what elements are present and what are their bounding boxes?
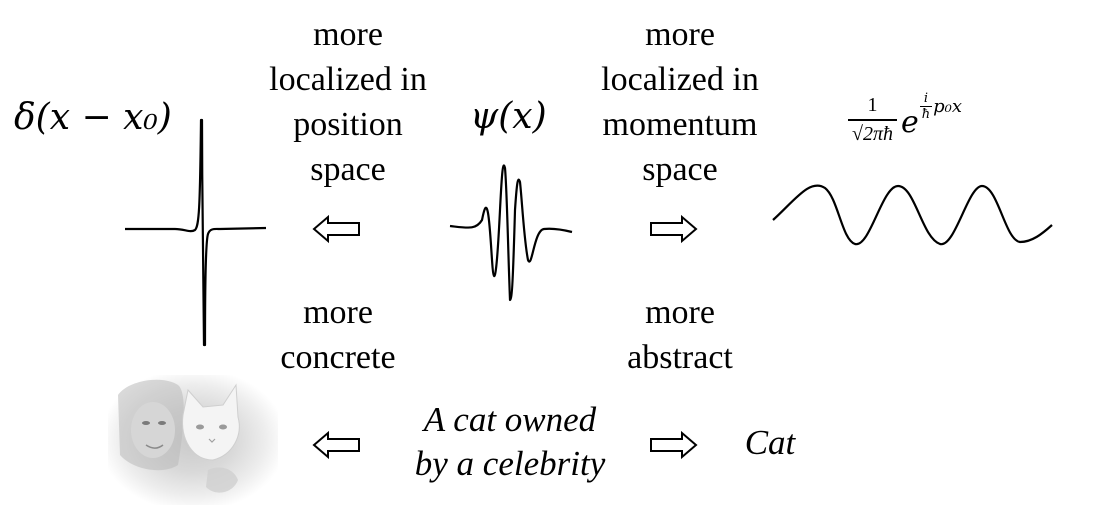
normalization-fraction: 1 √2πħ — [848, 94, 898, 146]
line: momentum — [602, 106, 758, 143]
exponent: i ħ p₀x — [919, 90, 963, 122]
sqrt-symbol: √ — [852, 123, 863, 145]
exponent-numerator: i — [923, 90, 929, 106]
line: A cat owned — [423, 400, 597, 439]
line: more — [303, 294, 373, 331]
exponent-fraction: i ħ — [919, 90, 933, 122]
line: localized in — [269, 61, 427, 98]
cat-text: Cat — [744, 423, 796, 462]
line: abstract — [627, 339, 733, 376]
position-space-description: more localized in position space — [258, 12, 438, 192]
celebrity-cat-text: A cat owned by a celebrity — [395, 398, 625, 486]
exponent-denominator: ħ — [919, 105, 933, 122]
fraction-numerator: 1 — [867, 94, 878, 116]
line: more — [645, 16, 715, 53]
concrete-description: more concrete — [248, 290, 428, 380]
exponential-base: e — [901, 104, 919, 140]
plane-wave-formula: 1 √2πħ e i ħ p₀x — [848, 80, 962, 160]
abstract-description: more abstract — [590, 290, 770, 380]
plane-wave-plot — [772, 184, 1053, 246]
right-hollow-arrow-icon — [650, 214, 698, 244]
wave-packet-plot — [449, 164, 573, 302]
psi-function-formula: ψ(x) — [470, 96, 547, 137]
fraction-denominator: √2πħ — [848, 119, 898, 146]
left-hollow-arrow-icon — [312, 214, 360, 244]
line: by a celebrity — [414, 444, 606, 483]
line: more — [645, 294, 715, 331]
denominator-text: 2πħ — [862, 123, 894, 145]
line: localized in — [601, 61, 759, 98]
line: space — [642, 151, 718, 188]
line: position — [293, 106, 403, 143]
delta-function-formula: δ(x − x₀) — [14, 97, 172, 138]
delta-function-plot — [125, 118, 267, 347]
left-hollow-arrow-icon — [312, 430, 360, 460]
line: more — [313, 16, 383, 53]
line: space — [310, 151, 386, 188]
photo-silhouette-icon — [118, 379, 240, 493]
exponent-tail: p₀x — [933, 95, 963, 117]
right-hollow-arrow-icon — [650, 430, 698, 460]
line: concrete — [280, 339, 396, 376]
celebrity-cat-photo — [108, 375, 278, 505]
momentum-space-description: more localized in momentum space — [590, 12, 770, 192]
